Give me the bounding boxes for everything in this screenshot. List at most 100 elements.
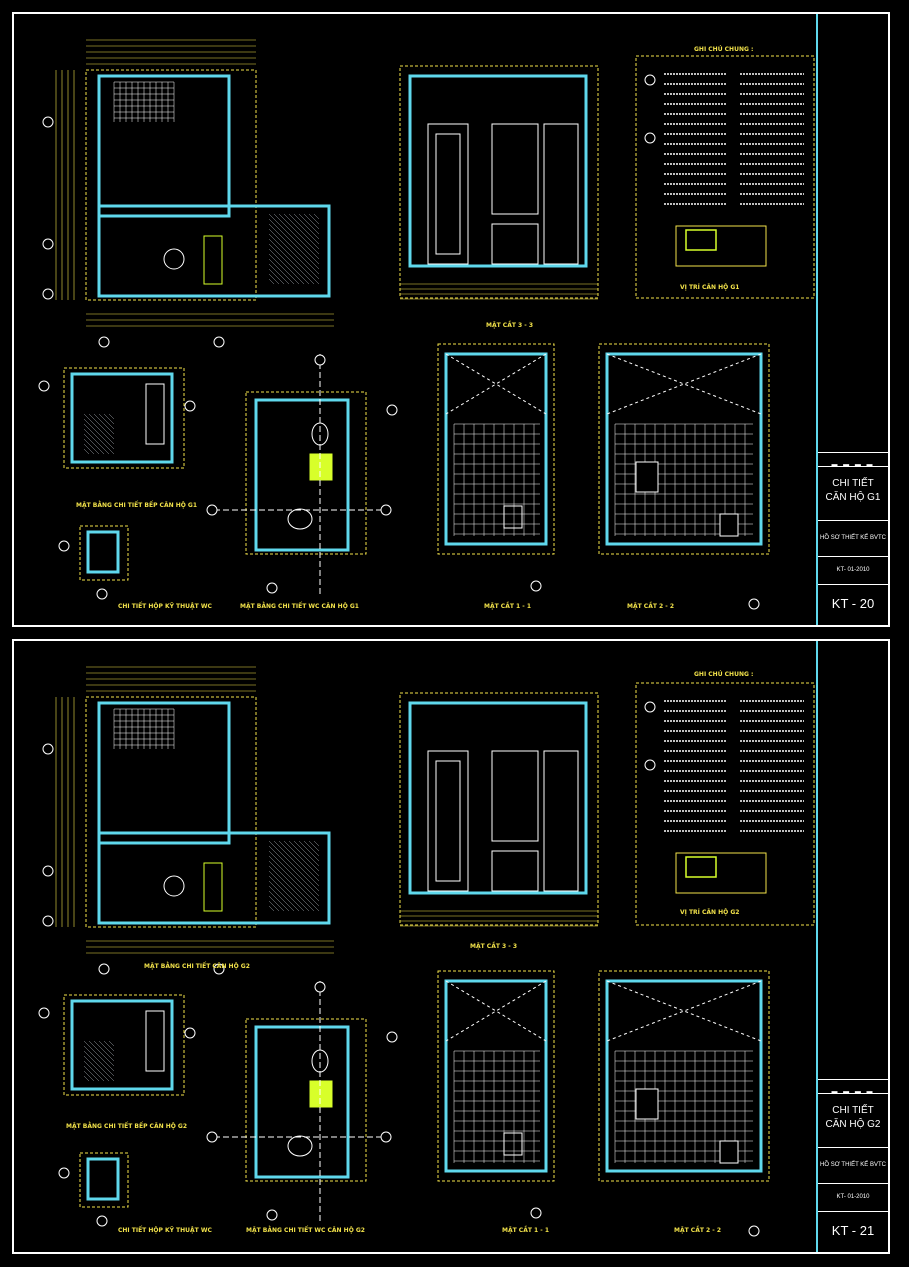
notes-title: GHI CHÚ CHUNG :: [694, 671, 754, 678]
kitchen-hatch: [108, 413, 115, 420]
techbox-frame: [79, 525, 129, 581]
note-bubble-b: [644, 132, 656, 144]
designer-text: HỒ SƠ THIẾT KẾ BVTC: [820, 1162, 886, 1168]
kitchen-hatch: [83, 438, 100, 455]
tb-title: CHI TIẾT CĂN HỘ G1: [818, 466, 888, 520]
plan-hatch: [268, 213, 320, 265]
kitchen-bubble: [38, 1007, 50, 1019]
toilet-elevation: [719, 1140, 739, 1164]
sheet-code: KT - 21: [831, 1223, 875, 1238]
section11-wall: [444, 979, 548, 1173]
plan-hatch: [268, 875, 305, 912]
kitchen-plan-label: MẶT BẰNG CHI TIẾT BẾP CĂN HỘ G1: [76, 502, 198, 509]
shelf-elevation: [543, 123, 579, 265]
cabinet-lower: [491, 223, 539, 265]
designer-text: HỒ SƠ THIẾT KẾ BVTC: [820, 535, 886, 541]
sheet-title-line1: CHI TIẾT: [832, 1105, 874, 1116]
section22-frame: [598, 343, 770, 555]
kitchen-hatch: [88, 1040, 115, 1067]
plan-hatch: [278, 840, 320, 882]
door-panel: [435, 760, 461, 882]
plan-hatch: [268, 885, 295, 912]
section11-wall: [444, 352, 548, 546]
plan-hatch: [303, 840, 320, 857]
grid-bubble-col: [213, 336, 225, 348]
grid-bubble-col: [98, 963, 110, 975]
kitchen-hatch: [83, 1065, 100, 1082]
title-block: ▬ ▬ ▬ ▬ CHI TIẾT CĂN HỘ G2 HỒ SƠ THIẾT K…: [816, 641, 888, 1252]
table-fixture: [163, 875, 185, 897]
grid-bubble-row: [42, 915, 54, 927]
mirror-elevation: [635, 1088, 659, 1120]
kitchen-hatch: [83, 448, 90, 455]
wc-wall: [254, 398, 350, 552]
plan-hatch: [268, 278, 275, 285]
kitchen-hatch: [83, 423, 115, 455]
kitchen-hatch: [83, 433, 105, 455]
key-plan: [675, 852, 767, 894]
techbox-frame: [79, 1152, 129, 1208]
kitchen-hatch: [83, 418, 115, 450]
plan-hatch: [293, 213, 320, 240]
tb-project: KT- 01-2010: [818, 1183, 888, 1211]
plan-hatch: [268, 860, 320, 912]
techbox-wall: [86, 1157, 120, 1201]
techbox-bubble: [58, 540, 70, 552]
kitchen-hatch: [98, 1040, 115, 1057]
section-3-3-label: MẶT CẮT 3 - 3: [470, 943, 518, 950]
ceiling-diag: [445, 353, 547, 415]
kitchen-counter: [145, 1010, 165, 1072]
counter-fixture: [203, 862, 223, 912]
wc-bubble: [386, 404, 398, 416]
plan-hatch: [268, 238, 315, 285]
tech-box-label: CHI TIẾT HỘP KỸ THUẬT WC: [118, 1227, 212, 1234]
wc-bubble: [266, 1209, 278, 1221]
key-plan-label: VỊ TRÍ CĂN HỘ G2: [680, 909, 740, 916]
plan-hatch: [268, 268, 285, 285]
table-fixture: [163, 248, 185, 270]
toilet-elevation: [719, 513, 739, 537]
basin-elevation: [503, 1132, 523, 1156]
wc-highlight-fixture: [309, 453, 333, 481]
sheet-title-line2: CĂN HỘ G2: [825, 1119, 881, 1130]
plan-hatch: [268, 865, 315, 912]
plan-hatch: [268, 890, 290, 912]
project-code: KT- 01-2010: [836, 567, 870, 573]
section11-bubble: [530, 1207, 542, 1219]
plan-hatch: [268, 248, 305, 285]
section22-bubble: [748, 598, 760, 610]
plan-hatch: [268, 273, 280, 285]
plan-hatch: [268, 840, 320, 892]
kitchen-wall: [70, 999, 174, 1091]
tb-sheet: KT - 21: [818, 1211, 888, 1252]
grid-bubble-col: [98, 336, 110, 348]
plan-hatch: [313, 840, 320, 847]
tb-sheet: KT - 20: [818, 584, 888, 625]
grid-bubble-row: [42, 288, 54, 300]
wc-plan-label: MẶT BẰNG CHI TIẾT WC CĂN HỘ G1: [240, 603, 359, 610]
kitchen-hatch: [103, 1040, 115, 1052]
kitchen-hatch: [93, 413, 115, 435]
grid-bubble-row: [42, 116, 54, 128]
kitchen-dim-frame: [63, 994, 185, 1096]
kitchen-counter: [145, 383, 165, 445]
basin-fixture: [287, 508, 313, 530]
plan-hatch: [268, 228, 320, 280]
sheet-drawing-area-1: [38, 39, 815, 610]
plan-hatch: [298, 840, 320, 862]
plan-hatch: [278, 213, 320, 255]
plan-hatch: [268, 900, 280, 912]
plan-hatch: [283, 213, 320, 250]
plan-wall-lower: [97, 831, 331, 925]
kitchen-hatch: [83, 1050, 115, 1082]
note-bubble-a: [644, 701, 656, 713]
kitchen-bubble: [38, 380, 50, 392]
grid-bubble-row: [42, 865, 54, 877]
tb-header: ▬ ▬ ▬ ▬: [818, 1079, 888, 1095]
plan-hatch: [268, 243, 310, 285]
kitchen-hatch: [83, 1040, 115, 1072]
tb-designer: HỒ SƠ THIẾT KẾ BVTC: [818, 520, 888, 556]
cabinet-lower: [491, 850, 539, 892]
plan-hatch: [268, 870, 310, 912]
door-elevation: [427, 750, 469, 892]
